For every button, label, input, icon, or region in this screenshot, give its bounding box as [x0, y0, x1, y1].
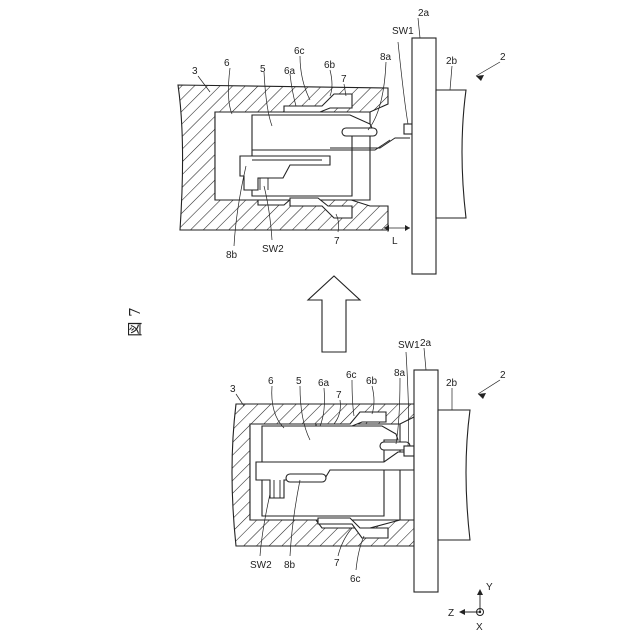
label-6c-top-lower: 6c [346, 370, 357, 381]
axis-label-y: Y [486, 582, 493, 593]
leader-2-lower [478, 380, 500, 394]
body-2b-lower [438, 410, 470, 540]
label-7-top-lower: 7 [336, 390, 342, 401]
label-3-lower: 3 [230, 384, 236, 395]
label-6b-lower: 6b [366, 376, 378, 387]
label-6-lower: 6 [268, 376, 274, 387]
label-8b-lower: 8b [284, 560, 296, 571]
lower-assembly: 3 6 5 6a 7 6c 6b 8a SW1 2a 2b 2 SW2 8b 7… [230, 338, 506, 592]
switch-sw1-lower [404, 446, 414, 456]
label-8b-upper: 8b [226, 250, 238, 261]
label-6b-upper: 6b [324, 60, 336, 71]
label-6a-lower: 6a [318, 378, 330, 389]
label-sw2-upper: SW2 [262, 244, 284, 255]
plunger-head-8b-lower [286, 474, 326, 482]
label-sw2-lower: SW2 [250, 560, 272, 571]
axis-label-z: Z [448, 608, 454, 619]
upper-assembly: 3 6 5 6a 6c 6b 7 8a SW1 2a 2b 2 8b SW2 7… [178, 8, 506, 274]
label-2b-upper: 2b [446, 56, 458, 67]
ref-2-arrowhead-lower [478, 393, 486, 399]
label-6c-bottom-lower: 6c [350, 574, 361, 585]
label-2b-lower: 2b [446, 378, 458, 389]
label-5-upper: 5 [260, 64, 266, 75]
leader-2-upper [476, 62, 500, 76]
leader-2a-upper [418, 18, 420, 38]
dimension-l-arrow-right-upper [405, 225, 410, 231]
y-axis-arrow-icon [477, 589, 483, 595]
label-sw1-upper: SW1 [392, 26, 414, 37]
label-3-upper: 3 [192, 66, 198, 77]
label-2a-lower: 2a [420, 338, 432, 349]
axis-indicator: Y Z X [448, 582, 493, 633]
figure-title: 図 7 [126, 307, 144, 336]
label-sw1-lower: SW1 [398, 340, 420, 351]
leader-2b-upper [450, 66, 452, 90]
label-7-top-upper: 7 [341, 74, 347, 85]
label-5-lower: 5 [296, 376, 302, 387]
label-8a-lower: 8a [394, 368, 406, 379]
label-8a-upper: 8a [380, 52, 392, 63]
axis-label-x: X [476, 622, 483, 633]
ref-2-arrowhead-upper [476, 75, 484, 81]
label-2-lower: 2 [500, 370, 506, 381]
label-6a-upper: 6a [284, 66, 296, 77]
label-6c-upper: 6c [294, 46, 305, 57]
slot-8a-upper [342, 128, 377, 136]
leader-sw1-upper [398, 42, 408, 124]
plate-2a-upper [412, 38, 436, 274]
transition-arrow [308, 276, 360, 352]
plate-2a-lower [414, 370, 438, 592]
label-6-upper: 6 [224, 58, 230, 69]
body-2b-upper [436, 90, 466, 218]
label-7-bottom-lower: 7 [334, 558, 340, 569]
leader-sw1-lower [406, 352, 409, 446]
label-2-upper: 2 [500, 52, 506, 63]
label-l-upper: L [392, 236, 398, 247]
label-7-bottom-upper: 7 [334, 236, 340, 247]
label-2a-upper: 2a [418, 8, 430, 19]
leader-2a-lower [424, 348, 426, 370]
z-axis-arrow-icon [459, 609, 465, 615]
